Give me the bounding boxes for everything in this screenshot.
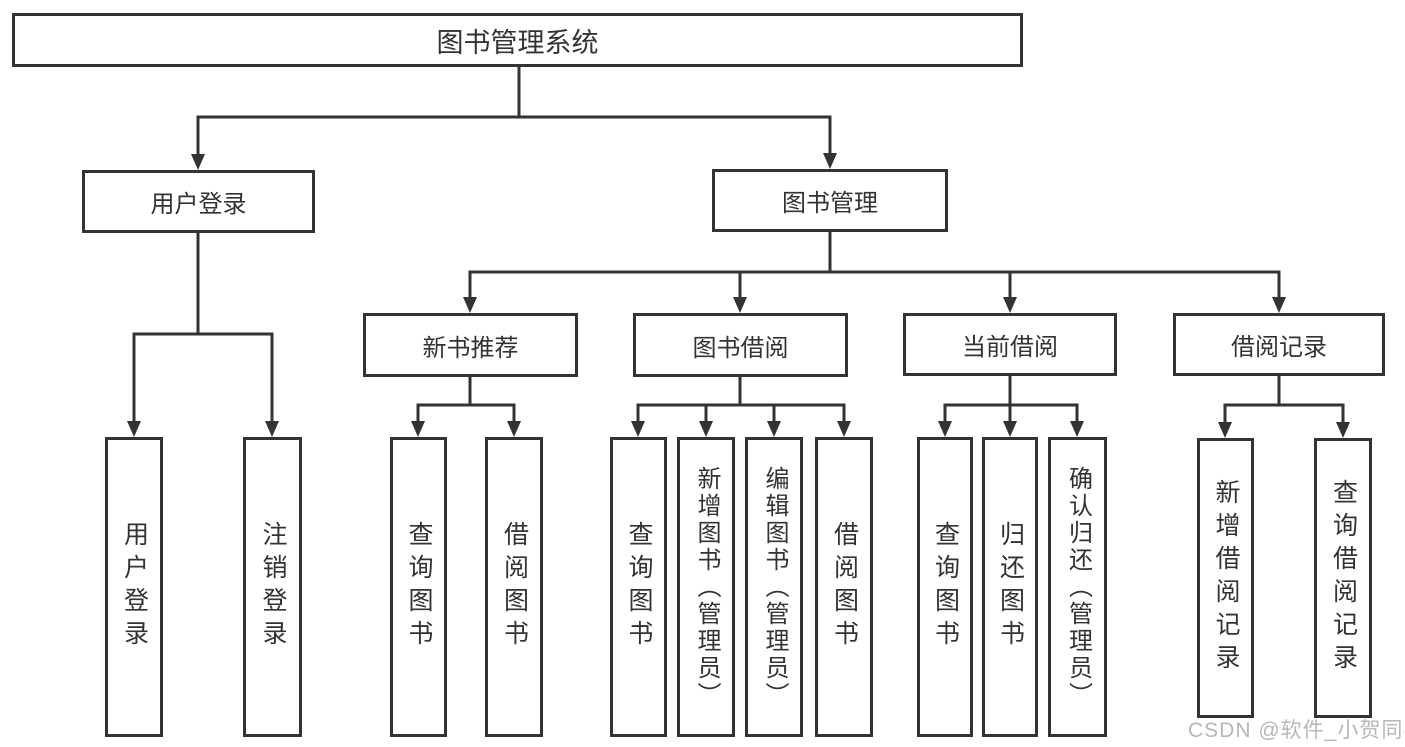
leaf-label: 确认归还（管理员）	[1064, 465, 1092, 709]
leaf-label: 借阅图书	[500, 521, 529, 653]
leaf-query-book-current: 查询图书	[917, 437, 973, 737]
node-new-book-recommend: 新书推荐	[363, 313, 578, 377]
leaf-add-borrow-record: 新增借阅记录	[1197, 438, 1254, 718]
leaf-label: 编辑图书（管理员）	[761, 465, 788, 709]
leaf-label: 用户登录	[120, 521, 149, 653]
leaf-add-book-admin: 新增图书（管理员）	[677, 437, 735, 737]
node-root: 图书管理系统	[12, 13, 1023, 67]
leaf-borrow-book: 借阅图书	[815, 437, 873, 737]
leaf-confirm-return-admin: 确认归还（管理员）	[1048, 437, 1107, 737]
leaf-query-borrow-record: 查询借阅记录	[1314, 438, 1372, 718]
leaf-label: 借阅图书	[830, 521, 859, 653]
node-book-borrow: 图书借阅	[633, 313, 848, 377]
node-borrow-records: 借阅记录	[1173, 313, 1385, 376]
leaf-label: 归还图书	[996, 521, 1025, 653]
arrowhead-icons	[127, 153, 1350, 438]
leaf-query-book-recommend: 查询图书	[390, 437, 447, 737]
leaf-label: 新增图书（管理员）	[693, 465, 720, 709]
csdn-watermark: CSDN @软件_小贺同学	[1188, 719, 1405, 742]
leaf-label: 新增借阅记录	[1212, 479, 1240, 677]
node-user-login-branch: 用户登录	[82, 170, 315, 233]
leaf-label: 查询图书	[625, 521, 653, 653]
leaf-label: 查询借阅记录	[1329, 479, 1358, 677]
node-book-management: 图书管理	[712, 169, 948, 232]
leaf-label: 查询图书	[931, 521, 960, 653]
leaf-borrow-book-recommend: 借阅图书	[485, 437, 543, 737]
leaf-return-book: 归还图书	[982, 437, 1038, 737]
leaf-user-login: 用户登录	[105, 437, 163, 737]
node-current-borrow: 当前借阅	[903, 313, 1117, 376]
leaf-label: 注销登录	[259, 521, 287, 653]
leaf-label: 查询图书	[405, 521, 433, 653]
leaf-query-book-borrow: 查询图书	[610, 437, 667, 737]
leaf-edit-book-admin: 编辑图书（管理员）	[745, 437, 803, 737]
leaf-logout: 注销登录	[243, 437, 302, 737]
